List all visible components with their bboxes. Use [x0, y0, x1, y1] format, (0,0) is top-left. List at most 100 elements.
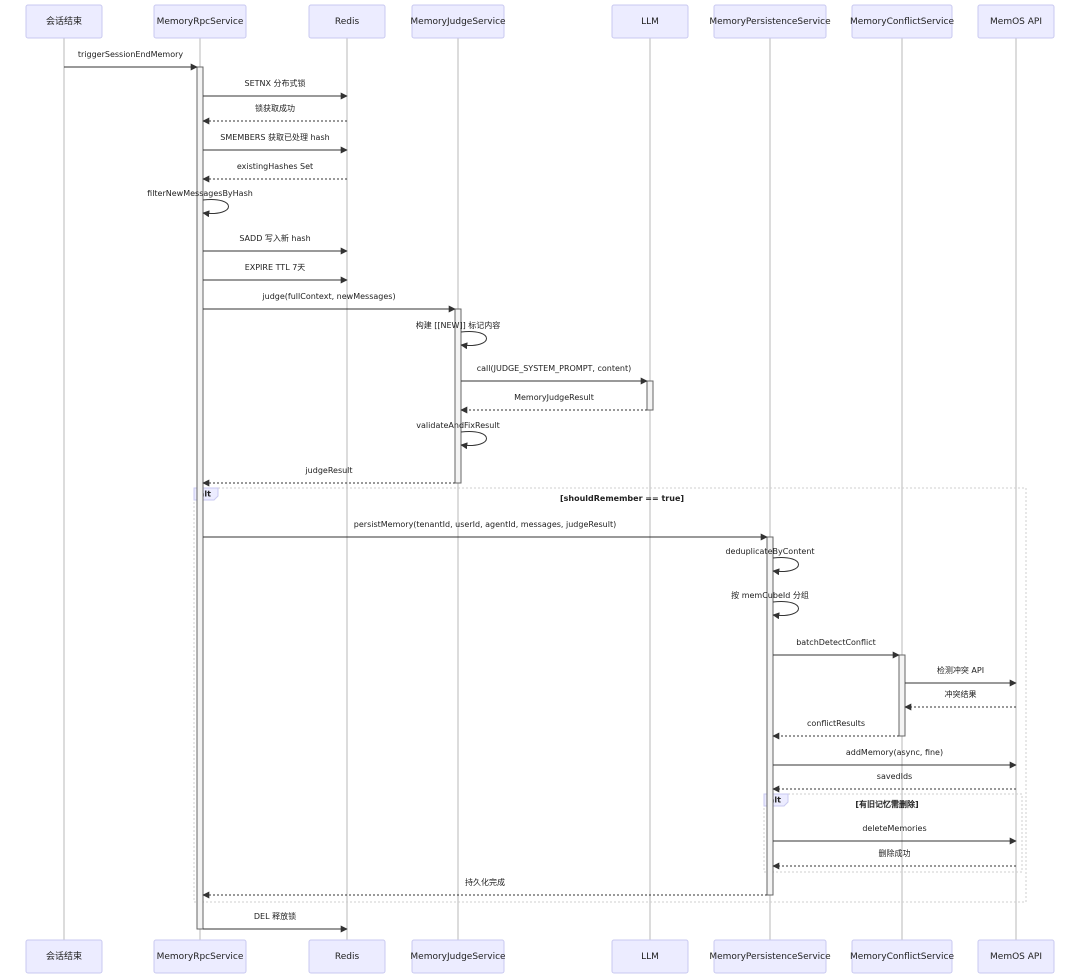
- message-11: MemoryJudgeResult: [460, 393, 647, 414]
- message-label: triggerSessionEndMemory: [78, 50, 184, 59]
- actor-conflict-bottom: MemoryConflictService: [850, 939, 954, 974]
- actor-label: Redis: [335, 952, 360, 962]
- actor-box: [308, 4, 386, 39]
- actor-label: MemOS API: [990, 952, 1042, 962]
- actor-redis-top: Redis: [308, 4, 386, 39]
- actor-label: MemoryRpcService: [157, 952, 244, 962]
- alt-frame-1: alt[有旧记忆需删除]: [763, 793, 1023, 873]
- message-14: persistMemory(tenantId, userId, agentId,…: [203, 520, 768, 541]
- message-label: persistMemory(tenantId, userId, agentId,…: [354, 520, 616, 529]
- actor-box: [713, 4, 827, 39]
- message-label: savedIds: [877, 772, 912, 781]
- message-9: 构建 [[NEW]] 标记内容: [416, 320, 501, 350]
- actor-box: [977, 4, 1055, 39]
- activation-conflict: [898, 654, 906, 737]
- message-24: 删除成功: [772, 848, 1016, 870]
- actor-rpc-top: MemoryRpcService: [153, 4, 247, 39]
- message-label: 构建 [[NEW]] 标记内容: [416, 320, 501, 330]
- actor-label: LLM: [641, 17, 659, 27]
- actor-conflict-top: MemoryConflictService: [850, 4, 954, 39]
- actor-llm-bottom: LLM: [611, 939, 689, 974]
- message-20: conflictResults: [772, 719, 899, 740]
- message-label: deduplicateByContent: [725, 547, 814, 556]
- message-label: 检测冲突 API: [937, 665, 984, 675]
- message-8: judge(fullContext, newMessages): [203, 292, 456, 313]
- message-label: conflictResults: [807, 719, 865, 728]
- actor-box: [25, 4, 103, 39]
- frame-condition: [shouldRemember == true]: [560, 494, 684, 503]
- message-label: batchDetectConflict: [796, 638, 876, 647]
- self-arrow: [772, 557, 799, 576]
- actor-memos-bottom: MemOS API: [977, 939, 1055, 974]
- actor-box: [851, 4, 953, 39]
- actor-box: [611, 939, 689, 974]
- actor-label: Redis: [335, 17, 360, 27]
- frame-label: alt: [199, 490, 211, 499]
- message-15: deduplicateByContent: [725, 547, 815, 576]
- frame-label: alt: [769, 796, 781, 805]
- frame-border: [763, 793, 1023, 873]
- actor-label: MemoryPersistenceService: [709, 952, 831, 962]
- message-label: SMEMBERS 获取已处理 hash: [220, 132, 329, 142]
- message-21: addMemory(async, fine): [773, 748, 1017, 769]
- message-label: judgeResult: [304, 466, 352, 475]
- message-label: 锁获取成功: [255, 103, 295, 113]
- self-arrow: [460, 431, 487, 450]
- message-6: SADD 写入新 hash: [203, 233, 348, 255]
- actor-label: 会话结束: [46, 15, 82, 27]
- message-7: EXPIRE TTL 7天: [203, 263, 348, 284]
- message-16: 按 memCubeId 分组: [731, 590, 809, 620]
- message-3: SMEMBERS 获取已处理 hash: [203, 132, 348, 154]
- message-26: DEL 释放锁: [203, 911, 348, 933]
- actor-label: MemoryConflictService: [850, 952, 954, 962]
- actor-redis-bottom: Redis: [308, 939, 386, 974]
- message-22: savedIds: [772, 772, 1016, 793]
- message-17: batchDetectConflict: [773, 638, 900, 659]
- actor-persist-top: MemoryPersistenceService: [709, 4, 831, 39]
- message-10: call(JUDGE_SYSTEM_PROMPT, content): [461, 364, 648, 385]
- actor-box: [308, 939, 386, 974]
- actor-llm-top: LLM: [611, 4, 689, 39]
- actor-box: [411, 939, 505, 974]
- actor-label: LLM: [641, 952, 659, 962]
- message-label: call(JUDGE_SYSTEM_PROMPT, content): [477, 364, 632, 373]
- message-label: SADD 写入新 hash: [239, 233, 310, 243]
- self-arrow: [772, 601, 799, 620]
- message-1: SETNX 分布式锁: [203, 78, 348, 100]
- message-label: EXPIRE TTL 7天: [245, 263, 306, 272]
- actor-box: [851, 939, 953, 974]
- actor-judge-bottom: MemoryJudgeService: [410, 939, 506, 974]
- self-arrow: [460, 331, 487, 350]
- message-23: deleteMemories: [773, 824, 1017, 845]
- actor-label: 会话结束: [46, 950, 82, 962]
- message-2: 锁获取成功: [202, 103, 347, 125]
- actor-rpc-bottom: MemoryRpcService: [153, 939, 247, 974]
- actor-box: [713, 939, 827, 974]
- actor-memos-top: MemOS API: [977, 4, 1055, 39]
- message-label: 持久化完成: [465, 877, 505, 887]
- actor-box: [611, 4, 689, 39]
- actor-label: MemoryRpcService: [157, 17, 244, 27]
- actor-box: [153, 4, 247, 39]
- message-label: DEL 释放锁: [254, 911, 296, 921]
- actor-label: MemoryPersistenceService: [709, 17, 831, 27]
- message-4: existingHashes Set: [202, 162, 347, 183]
- activation-judge: [454, 308, 462, 484]
- actor-judge-top: MemoryJudgeService: [410, 4, 506, 39]
- self-arrow: [202, 199, 229, 218]
- actor-box: [411, 4, 505, 39]
- actor-label: MemOS API: [990, 17, 1042, 27]
- actor-label: MemoryJudgeService: [410, 952, 506, 962]
- actor-label: MemoryConflictService: [850, 17, 954, 27]
- actor-session-bottom: 会话结束: [25, 939, 103, 974]
- actor-box: [153, 939, 247, 974]
- activation-rpc: [196, 66, 204, 930]
- actor-persist-bottom: MemoryPersistenceService: [709, 939, 831, 974]
- message-25: 持久化完成: [202, 877, 767, 899]
- message-label: SETNX 分布式锁: [244, 78, 305, 88]
- message-label: 冲突结果: [945, 689, 977, 699]
- activation-persist: [766, 536, 774, 896]
- message-18: 检测冲突 API: [905, 665, 1017, 687]
- message-label: 按 memCubeId 分组: [731, 590, 809, 600]
